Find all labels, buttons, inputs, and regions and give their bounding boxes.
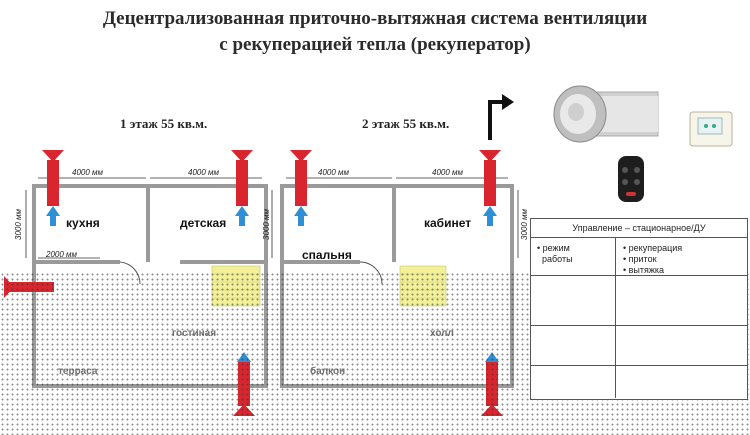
- control-mode-label: • режим работы: [537, 243, 573, 264]
- dim-width-bedroom: 4000 мм: [318, 168, 349, 177]
- dim-height-floor-1-right: 3000 мм: [262, 209, 271, 240]
- recuperator-unit: [231, 150, 253, 226]
- dim-width-cabinet: 4000 мм: [432, 168, 463, 177]
- recuperator-device-icon: [553, 85, 659, 143]
- title-line-2: с рекуперацией тепла (рекуператор): [219, 34, 531, 55]
- room-living: гостиная: [172, 328, 217, 339]
- floor-2-label: 2 этаж 55 кв.м.: [362, 116, 450, 131]
- dim-width-kids: 4000 мм: [188, 168, 219, 177]
- control-mode-exhaust: • вытяжка: [623, 265, 665, 275]
- room-bedroom: спальня: [302, 248, 352, 262]
- room-terrace: терраса: [58, 366, 98, 377]
- recuperator-unit: [479, 150, 501, 226]
- room-balcony: балкон: [310, 366, 346, 377]
- dim-width-corridor: 2000 мм: [46, 250, 77, 259]
- recuperator-unit: [290, 150, 312, 226]
- floor-1-label: 1 этаж 55 кв.м.: [120, 116, 208, 131]
- title-line-1: Децентрализованная приточно-вытяжная сис…: [102, 8, 648, 29]
- dim-height-floor-2-right: 3000 мм: [520, 209, 529, 240]
- recuperator-unit: [42, 150, 64, 226]
- room-cabinet: кабинет: [424, 216, 472, 230]
- control-header: Управление – стационарное/ДУ: [531, 219, 747, 238]
- room-kids: детская: [180, 216, 227, 230]
- room-kitchen: кухня: [66, 216, 100, 230]
- control-mode-supply: • приток: [623, 254, 657, 264]
- control-mode-recuperation: • рекуперация: [623, 243, 683, 253]
- exhaust-outlet-arrow: [488, 94, 514, 140]
- control-panel-table: Управление – стационарное/ДУ • режим раб…: [530, 218, 748, 400]
- room-hall: холл: [430, 328, 454, 339]
- dim-height-floor-1-left: 3000 мм: [14, 209, 23, 240]
- dim-width-kitchen: 4000 мм: [72, 168, 103, 177]
- remote-control-icon: [618, 156, 644, 202]
- wall-control-panel-icon: [689, 111, 733, 147]
